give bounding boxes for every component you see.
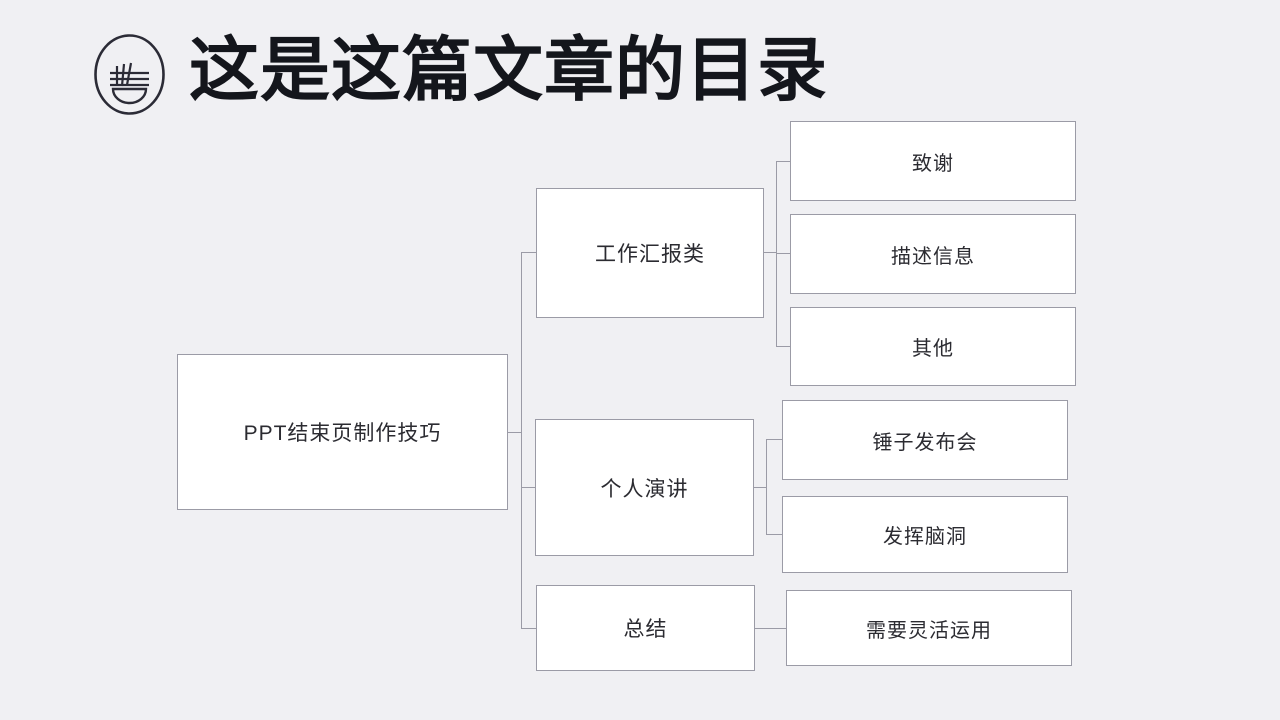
node-leaf-flexible-use[interactable]: 需要灵活运用 — [786, 590, 1072, 666]
page-title: 这是这篇文章的目录 — [189, 33, 828, 110]
slide-header: 这是这篇文章的目录 — [0, 0, 1280, 140]
connector-branch-2-leaf-1 — [766, 439, 783, 440]
node-branch-work-report[interactable]: 工作汇报类 — [536, 188, 764, 318]
connector-trunk-to-branch-2 — [521, 487, 537, 488]
node-leaf-creative-ideas[interactable]: 发挥脑洞 — [782, 496, 1068, 573]
node-leaf-label: 锤子发布会 — [872, 431, 978, 454]
node-leaf-label: 其他 — [912, 338, 954, 360]
node-leaf-acknowledgement[interactable]: 致谢 — [790, 121, 1076, 201]
connector-branch-2-leaf-2 — [766, 534, 783, 535]
connector-branch-1-leaf-3 — [776, 346, 791, 347]
connector-main-trunk — [521, 252, 522, 629]
node-root[interactable]: PPT结束页制作技巧 — [177, 354, 508, 510]
noodle-bowl-logo-icon — [93, 33, 166, 116]
connector-branch-1-stub — [763, 252, 777, 253]
node-leaf-label: 描述信息 — [891, 245, 975, 268]
connector-branch-1-leaf-2 — [776, 253, 791, 254]
node-leaf-label: 需要灵活运用 — [866, 619, 992, 642]
node-branch-label: 总结 — [623, 618, 668, 641]
node-leaf-label: 发挥脑洞 — [883, 526, 967, 548]
connector-branch-2-stub — [753, 487, 767, 488]
connector-root-stub — [508, 432, 522, 433]
node-leaf-label: 致谢 — [912, 152, 954, 175]
connector-trunk-to-branch-3 — [521, 628, 537, 629]
node-branch-personal-speech[interactable]: 个人演讲 — [535, 419, 754, 556]
node-branch-label: 工作汇报类 — [595, 243, 705, 266]
node-leaf-other[interactable]: 其他 — [790, 307, 1076, 386]
node-branch-summary[interactable]: 总结 — [536, 585, 755, 671]
node-leaf-description-info[interactable]: 描述信息 — [790, 214, 1076, 294]
connector-branch-1-leaf-1 — [776, 161, 791, 162]
node-leaf-smartisan-launch[interactable]: 锤子发布会 — [782, 400, 1068, 480]
connector-branch-2-trunk — [766, 439, 767, 535]
node-branch-label: 个人演讲 — [600, 477, 689, 501]
node-root-label: PPT结束页制作技巧 — [243, 422, 442, 445]
connector-trunk-to-branch-1 — [521, 252, 537, 253]
connector-branch-3-stub — [755, 628, 786, 629]
